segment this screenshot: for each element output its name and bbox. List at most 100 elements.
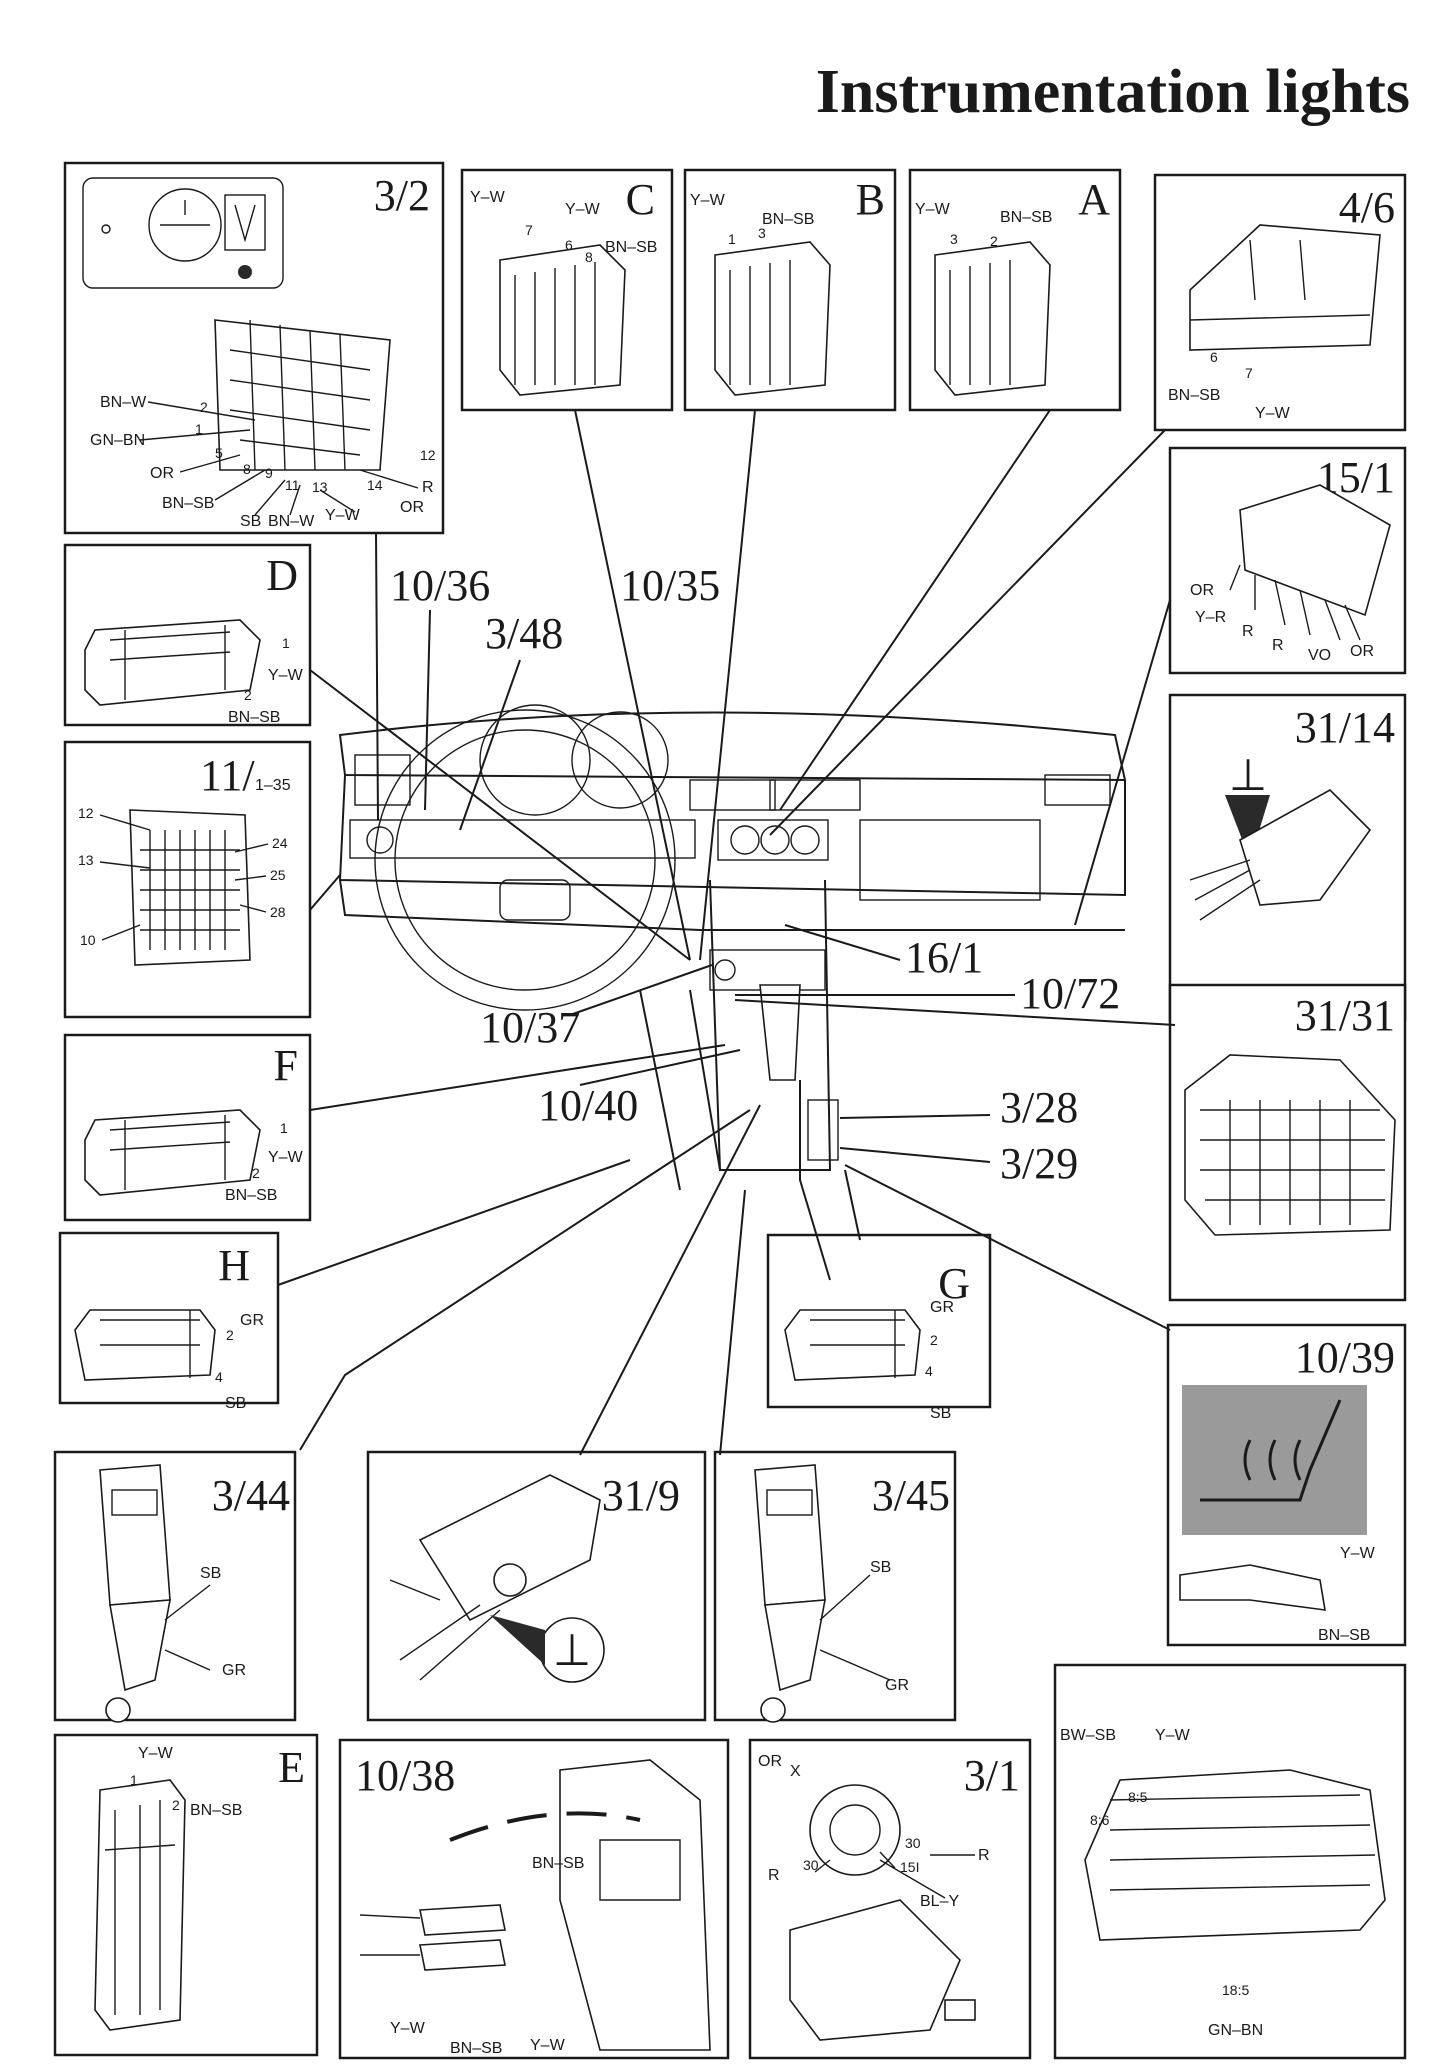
diagram-label: 1 [130, 1772, 138, 1788]
diagram-label: Y–W [530, 2037, 566, 2054]
dashboard-drawing [338, 704, 1127, 1281]
diagram-label: 9 [265, 465, 273, 481]
diagram-label: 2 [930, 1332, 938, 1348]
diagram-label: OR [400, 499, 424, 516]
diagram-label: H [218, 1241, 250, 1290]
diagram-label: 7 [1245, 365, 1253, 381]
diagram-label: SB [225, 1395, 246, 1412]
diagram-label: B [856, 175, 885, 224]
diagram-label: 11 [285, 477, 300, 493]
diagram-label: Y–W [138, 1745, 174, 1762]
diagram-label: 30 [803, 1857, 819, 1873]
diagram-label: 10 [80, 932, 96, 948]
diagram-label: Y–W [915, 201, 951, 218]
diagram-label: 25 [270, 867, 286, 883]
diagram-label: 2 [226, 1327, 234, 1343]
diagram-label: GN–BN [1208, 2022, 1263, 2039]
diagram-label: BN–SB [225, 1187, 277, 1204]
diagram-label: OR [1350, 643, 1374, 660]
diagram-label: GN–BN [90, 432, 145, 449]
diagram-label: 3/28 [1000, 1083, 1078, 1132]
diagram-label: 10/38 [355, 1751, 455, 1800]
panel-4-6-module: 4/6 BN–SB Y–W 6 7 [1153, 173, 1407, 432]
diagram-label: C [626, 175, 655, 224]
diagram-label: Y–W [268, 1149, 304, 1166]
panel-3-45-seat-belt: 3/45 SB GR [713, 1450, 957, 1723]
diagram-label: 3/1 [964, 1751, 1020, 1800]
panel-connector-e: E Y–W BN–SB 1 2 [53, 1733, 319, 2057]
panel-connector-c: C Y–W Y–W BN–SB 7 6 8 [460, 168, 674, 412]
panel-instrument-cluster: BW–SB Y–W GN–BN 8:6 8:5 18:5 [1053, 1663, 1407, 2060]
diagram-label: 3/29 [1000, 1139, 1078, 1188]
diagram-label: 4/6 [1339, 183, 1395, 232]
diagram-label: 10/37 [480, 1003, 580, 1052]
diagram-label: BL–Y [920, 1893, 959, 1910]
diagram-label: 16/1 [905, 933, 983, 982]
diagram-label: 15I [900, 1859, 919, 1875]
diagram-label: Y–W [1340, 1545, 1376, 1562]
diagram-label: 24 [272, 835, 288, 851]
diagram-label: 31/31 [1295, 991, 1395, 1040]
diagram-label: ⊥ [553, 1626, 591, 1675]
diagram-label: 3/44 [212, 1471, 290, 1520]
panel-connector-f: F Y–W BN–SB 1 2 [63, 1033, 312, 1222]
diagram-label: GR [222, 1662, 246, 1679]
panel-31-14-ground: 31/14 ⊥ [1168, 693, 1407, 1022]
panel-3-44-seat-belt: 3/44 SB GR [53, 1450, 297, 1723]
diagram-label: 3 [950, 231, 958, 247]
diagram-label: 2 [252, 1165, 260, 1181]
diagram-label: 2 [172, 1797, 180, 1813]
diagram-label: X [790, 1763, 801, 1780]
diagram-label: BN–W [100, 394, 147, 411]
panel-id: 3/2 [374, 171, 430, 220]
panel-3-1-ignition-switch: 3/1 OR X R R BL–Y 30 30 15I [748, 1738, 1032, 2060]
diagram-label: BN–W [268, 513, 315, 530]
diagram-label: 8:6 [1090, 1812, 1110, 1828]
diagram-label: R [978, 1847, 990, 1864]
callout-labels: 10/36 3/48 10/35 16/1 10/37 10/72 10/40 … [390, 561, 1120, 1188]
diagram-label: SB [870, 1559, 891, 1576]
diagram-label: BN–SB [450, 2040, 502, 2057]
diagram-label: 2 [990, 233, 998, 249]
diagram-label: OR [758, 1753, 782, 1770]
diagram-label: 10/40 [538, 1081, 638, 1130]
diagram-label: 30 [905, 1835, 921, 1851]
diagram-label: Y–W [565, 201, 601, 218]
diagram-label: 7 [525, 222, 533, 238]
diagram-label: 8 [585, 249, 593, 265]
diagram-label: BN–SB [532, 1855, 584, 1872]
diagram-label: R [1272, 637, 1284, 654]
diagram-label: 10/72 [1020, 969, 1120, 1018]
diagram-label: 1 [282, 635, 290, 651]
diagram-label: BN–SB [762, 211, 814, 228]
diagram-label: 8:5 [1128, 1789, 1148, 1805]
diagram-label: GR [885, 1677, 909, 1694]
diagram-label: OR [150, 465, 174, 482]
diagram-label: BN–SB [162, 495, 214, 512]
diagram-label: 4 [215, 1369, 223, 1385]
diagram-label: BN–SB [605, 239, 657, 256]
ground-symbol: ⊥ [1229, 751, 1267, 800]
diagram-label: BW–SB [1060, 1727, 1116, 1744]
diagram-label: 4 [925, 1363, 933, 1379]
diagram-label: R [422, 479, 434, 496]
diagram-label: D [266, 551, 298, 600]
diagram-label: 3/48 [485, 609, 563, 658]
diagram-label: 13 [78, 852, 94, 868]
diagram-label: 5 [215, 445, 223, 461]
diagram-label: 6 [1210, 349, 1218, 365]
diagram-label: VO [1308, 647, 1331, 664]
diagram-label: SB [240, 513, 261, 530]
panel-connector-h: H GR SB 2 4 [58, 1231, 280, 1412]
diagram-label: A [1078, 175, 1110, 224]
diagram-label: 2 [244, 687, 252, 703]
diagram-label: GR [930, 1299, 954, 1316]
diagram-label: 2 [200, 399, 208, 415]
diagram-label: BN–SB [1168, 387, 1220, 404]
diagram-label: BN–SB [1000, 209, 1052, 226]
diagram-label: 12 [420, 447, 436, 463]
diagram-label: OR [1190, 582, 1214, 599]
seat-heater-icon [1182, 1385, 1367, 1535]
diagram-label: 1–35 [255, 777, 291, 794]
panel-connector-d: D Y–W BN–SB 1 2 [63, 543, 312, 727]
